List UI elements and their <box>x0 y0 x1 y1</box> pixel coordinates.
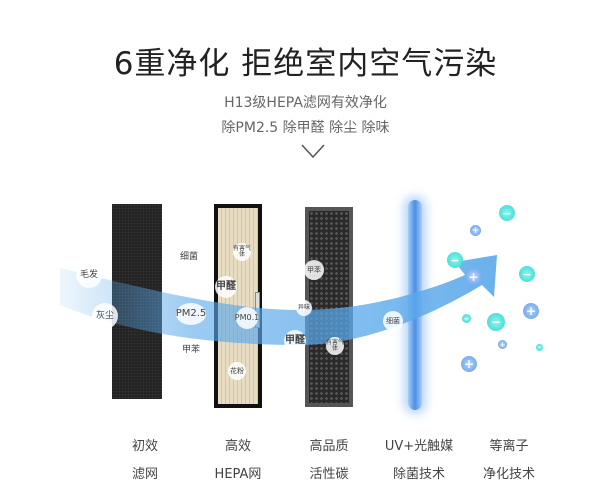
stage-label: 高品质活性碳 <box>309 439 349 482</box>
negative-ion-icon: − <box>499 205 515 221</box>
negative-ion-icon: − <box>447 252 463 268</box>
subtitle-1: H13级HEPA滤网有效净化 <box>224 95 387 111</box>
pollutant-label: 有害气体 <box>326 337 344 355</box>
stage-label: UV+光触媒除菌技术 <box>384 439 454 482</box>
pollutant-label: 毛发 <box>76 262 102 288</box>
pollutant-label: 甲醛 <box>284 330 306 352</box>
positive-ion-icon: + <box>498 340 507 349</box>
negative-ion-icon: − <box>487 313 505 331</box>
pollutant-label: 灰尘 <box>92 303 118 329</box>
pollutant-label: PM0.1 <box>235 307 259 329</box>
subtitle-2: 除PM2.5 除甲醛 除尘 除味 <box>221 120 390 136</box>
pollutant-label: 花粉 <box>228 362 246 380</box>
positive-ion-icon: + <box>465 268 482 285</box>
pollutant-label: 细菌 <box>383 311 403 331</box>
pollutant-label: PM2.5 <box>176 303 206 325</box>
negative-ion-icon: − <box>519 266 535 282</box>
chevron-down-icon <box>301 144 325 159</box>
positive-ion-icon: + <box>461 356 477 372</box>
positive-ion-icon: + <box>470 225 481 236</box>
carbon-filter-image <box>305 207 353 407</box>
negative-ion-icon: − <box>462 314 471 323</box>
negative-ion-icon: − <box>536 344 543 351</box>
stage-label: 初效滤网 <box>131 439 158 482</box>
pollutant-label: 细菌 <box>179 251 198 262</box>
pollutant-label: 异味 <box>296 300 312 316</box>
pollutant-label: 甲醛 <box>215 276 237 298</box>
headline: 6重净化 拒绝室内空气污染 <box>113 46 498 82</box>
pollutant-label: 甲苯 <box>304 260 324 280</box>
pollutant-label: 甲苯 <box>178 343 204 357</box>
pollutant-label: 有害气体 <box>233 243 251 261</box>
stage-label: 等离子净化技术 <box>482 439 535 482</box>
positive-ion-icon: + <box>523 303 539 319</box>
